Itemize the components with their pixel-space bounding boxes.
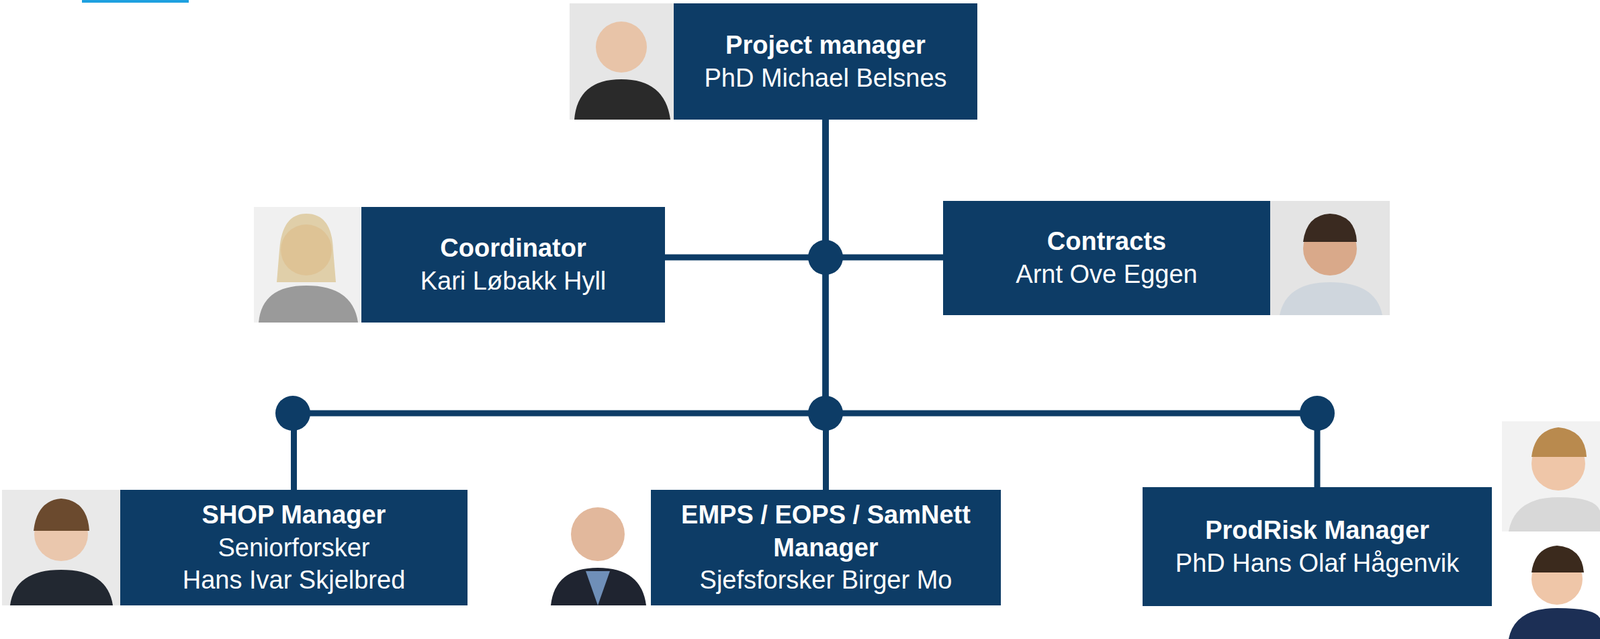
coordinator-box: CoordinatorKari Løbakk Hyll bbox=[361, 206, 665, 323]
person-name: Hans Ivar Skjelbred bbox=[182, 563, 406, 597]
junction-dot bbox=[1299, 395, 1335, 431]
role-title: Contracts bbox=[1047, 225, 1167, 258]
person-name: PhD Hans Olaf Hågenvik bbox=[1175, 546, 1459, 580]
role-title: Project manager bbox=[725, 28, 926, 62]
role-title: EMPS / EOPS / SamNett Manager bbox=[660, 498, 992, 564]
role-title: Coordinator bbox=[439, 231, 586, 265]
portrait-photo bbox=[1501, 538, 1600, 639]
contracts-box: ContractsArnt Ove Eggen bbox=[943, 200, 1271, 316]
portrait-photo bbox=[1501, 421, 1600, 532]
person-name: Sjefsforsker Birger Mo bbox=[699, 563, 953, 597]
portrait-photo bbox=[1270, 200, 1390, 316]
team-manager-box: ProdRisk ManagerPhD Hans Olaf Hågenvik bbox=[1142, 486, 1492, 606]
person-name: Kari Løbakk Hyll bbox=[420, 264, 607, 298]
org-connector bbox=[825, 119, 1318, 487]
person-name: Seniorforsker bbox=[218, 531, 371, 565]
accent-bar bbox=[81, 0, 189, 3]
junction-dot bbox=[808, 395, 843, 431]
org-connector bbox=[664, 119, 826, 258]
person-name: PhD Michael Belsnes bbox=[703, 61, 947, 95]
portrait-photo bbox=[253, 206, 362, 323]
junction-dot bbox=[808, 239, 843, 275]
org-connector bbox=[294, 119, 827, 490]
person-name: Arnt Ove Eggen bbox=[1015, 257, 1197, 291]
role-title: ProdRisk Manager bbox=[1205, 513, 1430, 547]
portrait-photo bbox=[546, 487, 651, 606]
junction-dot bbox=[275, 395, 311, 431]
team-manager-box: EMPS / EOPS / SamNett ManagerSjefsforske… bbox=[650, 489, 1001, 606]
org-connector bbox=[825, 119, 944, 258]
portrait-photo bbox=[569, 3, 674, 120]
team-manager-box: SHOP ManagerSeniorforskerHans Ivar Skjel… bbox=[120, 489, 468, 606]
portrait-photo bbox=[2, 489, 121, 606]
connector-group bbox=[294, 119, 1318, 490]
role-title: SHOP Manager bbox=[202, 498, 387, 532]
manager-box: Project managerPhD Michael Belsnes bbox=[673, 3, 978, 120]
